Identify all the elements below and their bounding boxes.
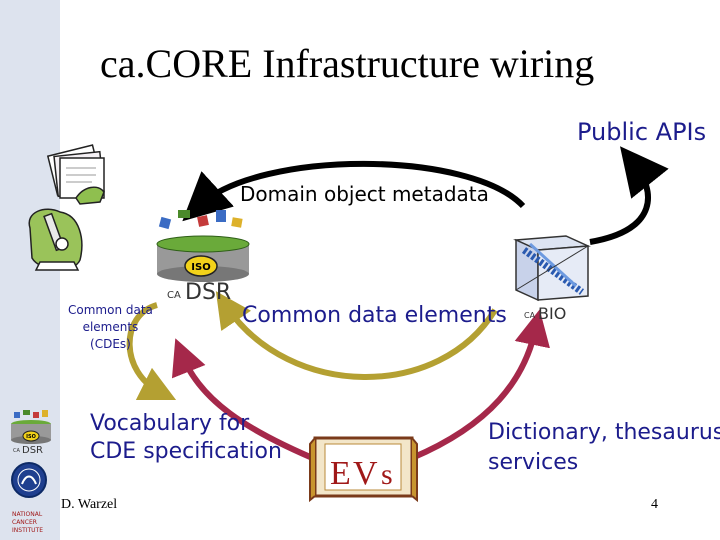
- cdes-left-line1: Common data: [68, 303, 153, 317]
- domain-metadata-arrow: [182, 160, 526, 222]
- cabio-logo-main: BIO: [538, 304, 566, 323]
- cadsr-iso-badge: ISO: [191, 262, 210, 273]
- papers-clipart-icon: [46, 144, 105, 205]
- nci-logo-line3: INSTITUTE: [12, 527, 43, 534]
- cadsr-logo-icon: ISO CA DSR: [156, 210, 250, 305]
- cdes-left-label: Common data elements (CDEs): [68, 302, 153, 353]
- cde-left-arrow: [126, 302, 177, 401]
- cabio-logo-icon: CA BIO: [513, 235, 591, 323]
- sidebar-cadsr-logo-icon: ISO CA DSR: [11, 410, 51, 456]
- cadsr-logo-main: DSR: [185, 280, 231, 305]
- evs-logo-s: s: [381, 458, 393, 491]
- vocabulary-line2: CDE specification: [90, 439, 282, 464]
- dictionary-line2: services: [488, 450, 579, 475]
- cadsr-logo-prefix: CA: [167, 290, 181, 301]
- cde-middle-arrow: [215, 291, 498, 380]
- cabio-logo-prefix: CA: [524, 311, 536, 320]
- slide-title: ca.CORE Infrastructure wiring: [100, 41, 595, 86]
- sidebar-cadsr-iso-badge: ISO: [26, 434, 36, 440]
- vocabulary-line1: Vocabulary for: [90, 411, 250, 436]
- slide-author: D. Warzel: [61, 497, 118, 512]
- evs-logo-icon: E V s: [309, 436, 418, 503]
- nci-logo-line1: NATIONAL: [12, 511, 43, 518]
- nci-logo-line2: CANCER: [12, 519, 37, 526]
- dictionary-line1: Dictionary, thesaurus: [488, 420, 720, 445]
- slide-page-number: 4: [651, 497, 658, 512]
- cdes-left-line3: (CDEs): [90, 337, 131, 351]
- vocabulary-label: Vocabulary for CDE specification: [90, 410, 282, 466]
- common-data-elements-label: Common data elements: [242, 303, 507, 328]
- dictionary-arrow: [410, 309, 550, 461]
- nci-logo-icon: NATIONAL CANCER INSTITUTE: [12, 511, 43, 534]
- vocabulary-arrow: [171, 338, 324, 465]
- microscope-clipart-icon: [28, 208, 83, 271]
- public-apis-label: Public APIs: [577, 118, 707, 146]
- nih-seal-icon: [11, 462, 47, 498]
- domain-object-metadata-label: Domain object metadata: [240, 182, 489, 206]
- evs-logo-e: E: [330, 455, 351, 492]
- public-apis-arrow: [589, 146, 669, 245]
- sidebar-cadsr-main: DSR: [22, 445, 43, 456]
- evs-logo-v: V: [353, 455, 378, 492]
- sidebar-cadsr-prefix: CA: [13, 448, 20, 454]
- dictionary-label: Dictionary, thesaurus services: [488, 418, 720, 478]
- cdes-left-line2: elements: [82, 320, 139, 334]
